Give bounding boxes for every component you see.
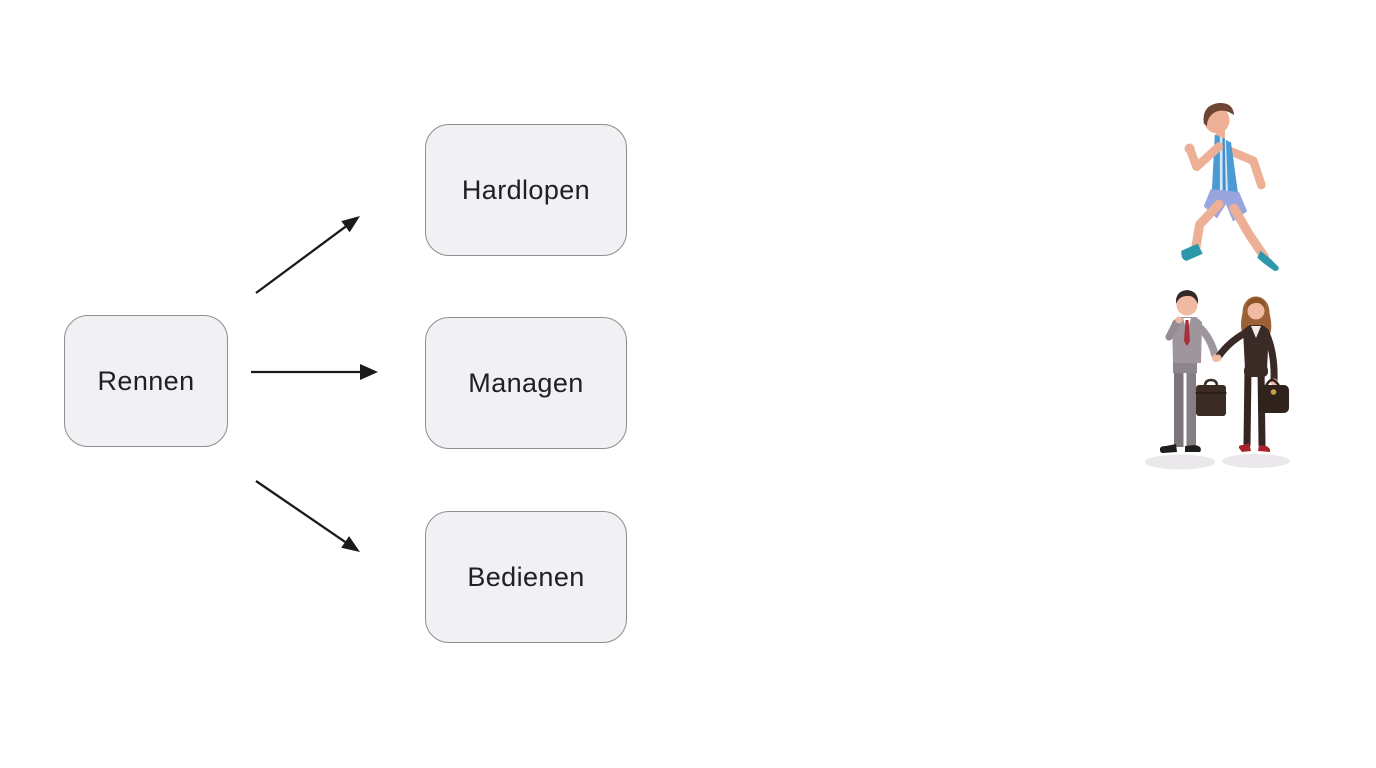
diagram-node-managen: Managen xyxy=(425,317,627,449)
diagram-node-rennen: Rennen xyxy=(64,315,228,447)
runner-front-leg xyxy=(1191,199,1224,254)
node-label: Managen xyxy=(468,367,584,398)
arrow-rennen-managen xyxy=(251,364,378,380)
red-heel xyxy=(1238,443,1251,452)
runner-front-shoe xyxy=(1181,243,1203,261)
businessman-figure xyxy=(1159,290,1227,453)
woman-head xyxy=(1247,302,1265,320)
shadow-ellipse xyxy=(1145,454,1215,470)
runner-back-leg xyxy=(1229,203,1269,262)
briefcase xyxy=(1196,385,1226,416)
business-handshake-illustration xyxy=(1145,290,1290,470)
runner-back-arm xyxy=(1224,146,1266,190)
diagram-node-hardlopen: Hardlopen xyxy=(425,124,627,256)
handshake-arm xyxy=(1215,329,1249,360)
node-label: Hardlopen xyxy=(461,174,591,205)
businesswoman-figure xyxy=(1214,296,1289,452)
shadow-ellipse xyxy=(1222,454,1290,468)
diagram-node-bedienen: Bedienen xyxy=(425,511,627,643)
arrow-rennen-hardlopen xyxy=(255,216,360,294)
runner-hair xyxy=(1203,102,1235,127)
red-heel xyxy=(1258,445,1271,452)
arrow-rennen-bedienen xyxy=(255,480,360,552)
running-man-illustration xyxy=(1181,102,1279,271)
runner-back-shoe xyxy=(1257,250,1279,271)
red-tie xyxy=(1184,320,1190,346)
man-hair xyxy=(1175,290,1199,304)
dark-suit xyxy=(1243,325,1269,369)
node-label: Bedienen xyxy=(467,561,585,592)
handbag xyxy=(1258,385,1289,413)
handshake-arm xyxy=(1194,322,1219,359)
man-head xyxy=(1176,294,1198,316)
runner-front-arm xyxy=(1186,142,1224,172)
node-label: Rennen xyxy=(97,365,195,396)
